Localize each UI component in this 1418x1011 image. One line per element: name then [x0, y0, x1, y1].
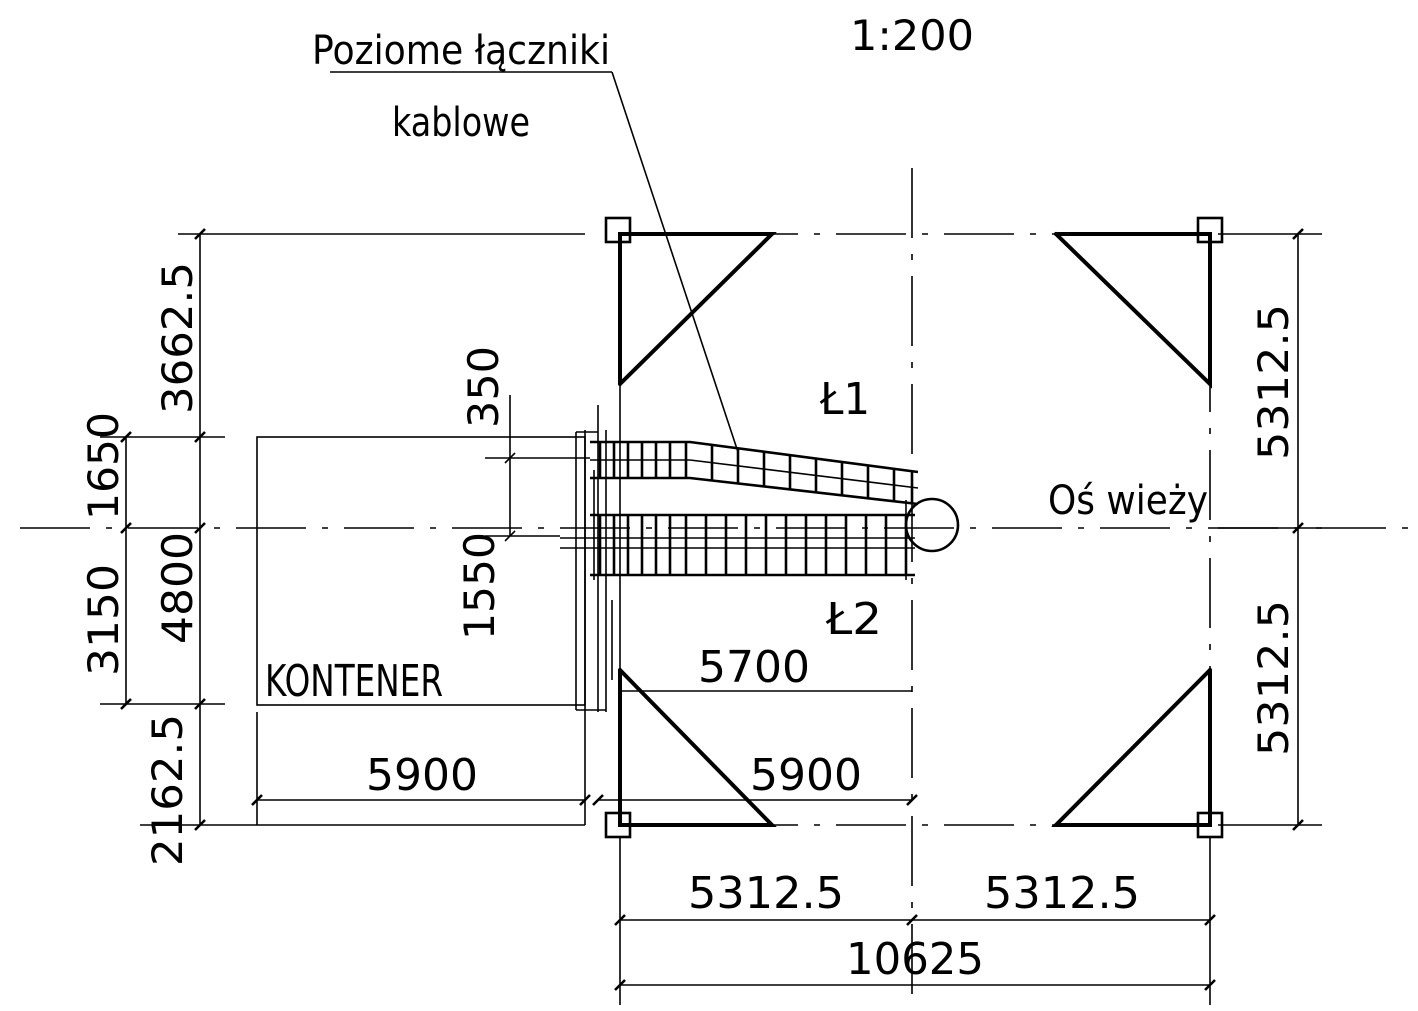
- dim-bottom-right: 5312.5: [984, 868, 1140, 919]
- brace-bottom-right: [1051, 668, 1212, 827]
- dim-5900-span: 5900: [750, 750, 862, 801]
- tower-axis-label: Oś wieży: [1048, 478, 1208, 524]
- tower-center-pipe: [904, 497, 960, 553]
- dim-right-upper: 5312.5: [1249, 304, 1298, 460]
- container: KONTENER: [256, 405, 607, 712]
- dim-inner-1550: 1550: [455, 532, 504, 640]
- dim-inner-350: 350: [459, 346, 508, 428]
- dim-left-4800: 4800: [153, 532, 202, 644]
- dim-container-width: 5900: [366, 750, 478, 801]
- leader-label-line2: kablowe: [392, 100, 530, 146]
- container-label: KONTENER: [265, 656, 443, 707]
- dim-left-3150: 3150: [79, 564, 128, 676]
- middle-dimensions: 5700 5900 5900: [251, 642, 918, 825]
- leader-label: Poziome łączniki kablowe: [312, 28, 739, 453]
- leader-label-line1: Poziome łączniki: [312, 28, 610, 74]
- cable-ladder-l2: [560, 470, 915, 580]
- brace-top-right: [1054, 232, 1212, 389]
- tower-structure: [604, 216, 1224, 839]
- cable-ladder-l1: [590, 440, 919, 506]
- dim-left-bottom: 2162.5: [143, 714, 192, 866]
- dim-right-lower: 5312.5: [1249, 600, 1298, 756]
- scale-label: 1:200: [850, 11, 974, 60]
- brace-bottom-left: [618, 668, 777, 827]
- dim-left-1650: 1650: [79, 412, 128, 520]
- right-dimensions: 5312.5 5312.5: [1218, 228, 1322, 831]
- brace-top-left: [618, 232, 777, 386]
- link-label-l2: Ł2: [825, 594, 882, 645]
- dim-5700: 5700: [698, 642, 810, 693]
- dim-bottom-left: 5312.5: [688, 868, 844, 919]
- link-label-l1: Ł1: [819, 374, 870, 425]
- dim-left-top: 3662.5: [153, 262, 202, 414]
- left-dimensions: 3662.5 1650 3150 4800 2162.5 350 1550: [79, 228, 590, 866]
- bottom-dimensions: 5312.5 5312.5 10625: [614, 838, 1216, 1005]
- dim-bottom-total: 10625: [846, 934, 984, 985]
